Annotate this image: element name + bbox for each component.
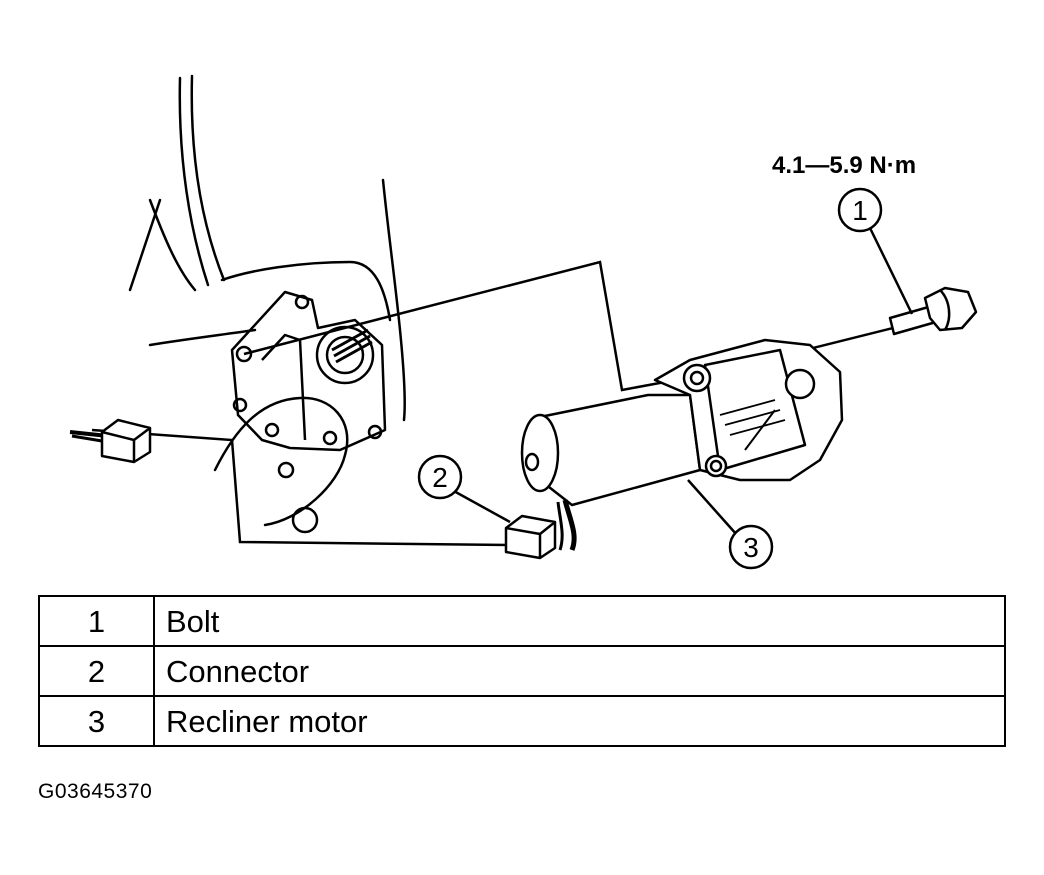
callout-2: 2 (417, 454, 463, 500)
legend-row: 3 Recliner motor (38, 695, 1006, 747)
legend-number: 3 (38, 695, 155, 747)
callout-2-number: 2 (432, 462, 448, 493)
legend-part-name: Connector (153, 645, 1006, 697)
callout-1-number: 1 (852, 195, 868, 226)
legend-row: 2 Connector (38, 645, 1006, 697)
seat-frame (128, 74, 407, 534)
figure-code: G03645370 (38, 780, 153, 803)
connector (504, 499, 577, 560)
parts-legend-table: 1 Bolt 2 Connector 3 Recliner motor (38, 595, 1006, 747)
harness-connector-left (69, 418, 152, 464)
callout-1: 1 (837, 187, 883, 233)
recliner-motor (520, 338, 844, 507)
callout-3-number: 3 (743, 532, 759, 563)
legend-number: 2 (38, 645, 155, 697)
legend-number: 1 (38, 595, 155, 647)
recliner-bracket (230, 290, 387, 452)
bolt (888, 286, 978, 336)
recliner-motor-diagram: 4.1—5.9 N·m 1 2 3 (69, 74, 978, 570)
legend-row: 1 Bolt (38, 595, 1006, 647)
callout-leaders (451, 227, 914, 536)
legend-part-name: Bolt (153, 595, 1006, 647)
torque-spec: 4.1—5.9 N·m (772, 152, 916, 179)
legend-part-name: Recliner motor (153, 695, 1006, 747)
callout-3: 3 (728, 524, 774, 570)
